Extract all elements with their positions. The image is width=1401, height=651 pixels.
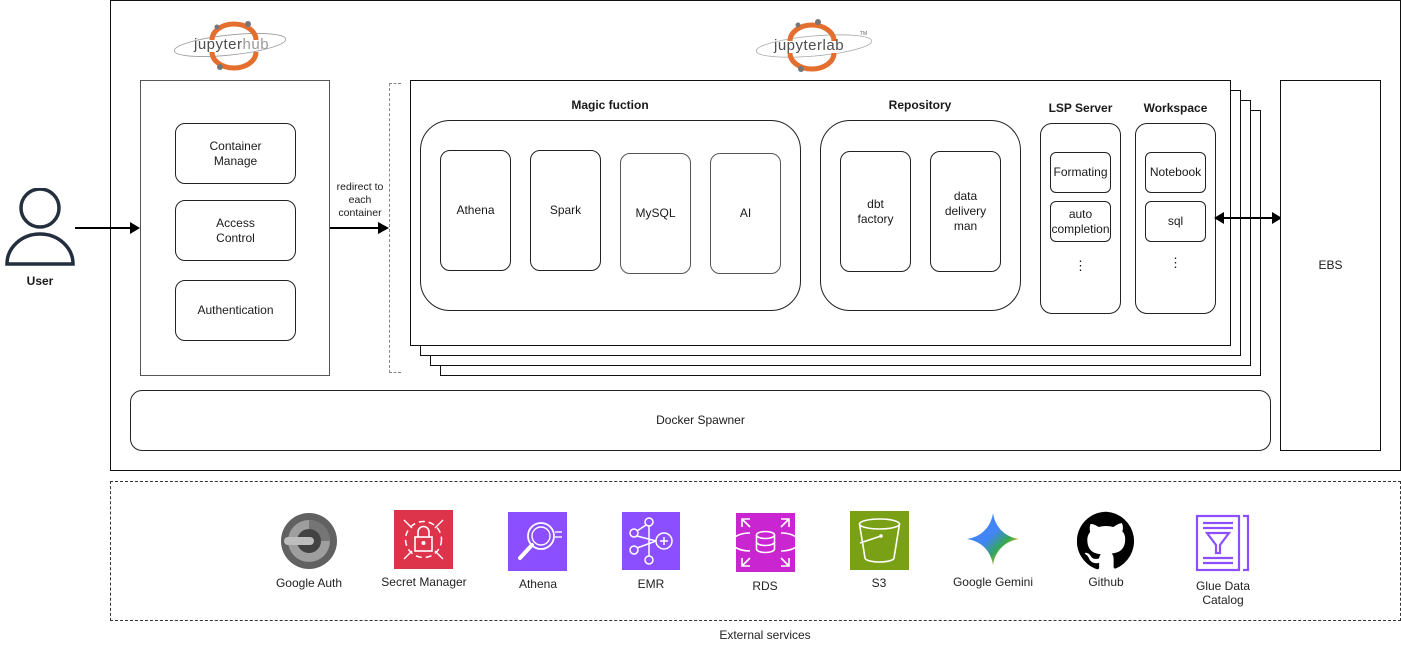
jupyterlab-logo-suffix: lab	[822, 37, 845, 54]
service-label-rds: RDS	[752, 579, 778, 593]
lsp-server-title: LSP Server	[1048, 101, 1113, 115]
s3-bucket-icon	[850, 511, 909, 570]
workspace-notebook-box: Notebook	[1145, 152, 1206, 193]
service-label-s3: S3	[871, 576, 887, 590]
gemini-star-icon	[967, 513, 1019, 565]
external-services-title: External services	[719, 628, 811, 642]
service-label-google-auth: Google Auth	[275, 576, 343, 590]
magic-function-title: Magic fuction	[571, 98, 649, 112]
service-label-emr: EMR	[637, 577, 665, 591]
github-icon	[1077, 511, 1135, 570]
arrow-hub-to-lab	[330, 222, 389, 234]
authentication-box: Authentication	[175, 280, 296, 341]
jupyterhub-logo-suffix: hub	[242, 36, 270, 53]
redirect-label: redirect to each container	[336, 181, 384, 219]
athena-icon	[508, 512, 567, 571]
service-label-athena: Athena	[518, 577, 558, 591]
arrow-workspace-ebs	[1214, 212, 1282, 224]
rds-icon	[736, 513, 795, 572]
magic-ai-box: AI	[710, 153, 781, 274]
repo-data-delivery-man-box: data delivery man	[930, 151, 1001, 272]
jupyterlab-trademark: TM	[860, 31, 868, 37]
lab-container-group-bracket	[389, 83, 401, 373]
ebs-box: EBS	[1280, 80, 1381, 451]
google-authenticator-icon	[281, 513, 337, 569]
jupyterlab-logo-text: jupyter	[774, 37, 823, 54]
jupyterhub-logo-text: jupyter	[194, 36, 243, 53]
lsp-auto-completion-box: auto completion	[1050, 201, 1111, 242]
repo-dbt-factory-box: dbt factory	[840, 151, 911, 272]
container-manage-box: Container Manage	[175, 123, 296, 184]
service-label-google-gemini: Google Gemini	[952, 575, 1034, 589]
service-label-github: Github	[1088, 575, 1124, 589]
arrow-user-to-hub	[75, 222, 140, 234]
emr-icon	[622, 512, 680, 570]
jupyterlab-logo: jupyterlab TM	[752, 18, 878, 74]
service-label-glue-data-catalog: Glue Data Catalog	[1195, 579, 1251, 607]
magic-spark-box: Spark	[530, 150, 601, 271]
workspace-sql-box: sql	[1145, 201, 1206, 242]
user-label: User	[26, 274, 54, 288]
jupyterhub-logo: jupyterhub	[172, 18, 292, 72]
service-label-secret-manager: Secret Manager	[381, 575, 467, 589]
repository-title: Repository	[888, 98, 952, 112]
workspace-more-icon: ⋮	[1169, 255, 1182, 270]
magic-athena-box: Athena	[440, 150, 511, 271]
docker-spawner-box: Docker Spawner	[130, 390, 1271, 451]
lsp-formating-box: Formating	[1050, 152, 1111, 193]
magic-mysql-box: MySQL	[620, 153, 691, 274]
user-icon	[5, 188, 75, 266]
glue-catalog-icon	[1195, 514, 1250, 572]
lsp-more-icon: ⋮	[1074, 258, 1087, 273]
secrets-manager-icon	[394, 510, 453, 569]
access-control-box: Access Control	[175, 200, 296, 261]
workspace-title: Workspace	[1143, 101, 1208, 115]
